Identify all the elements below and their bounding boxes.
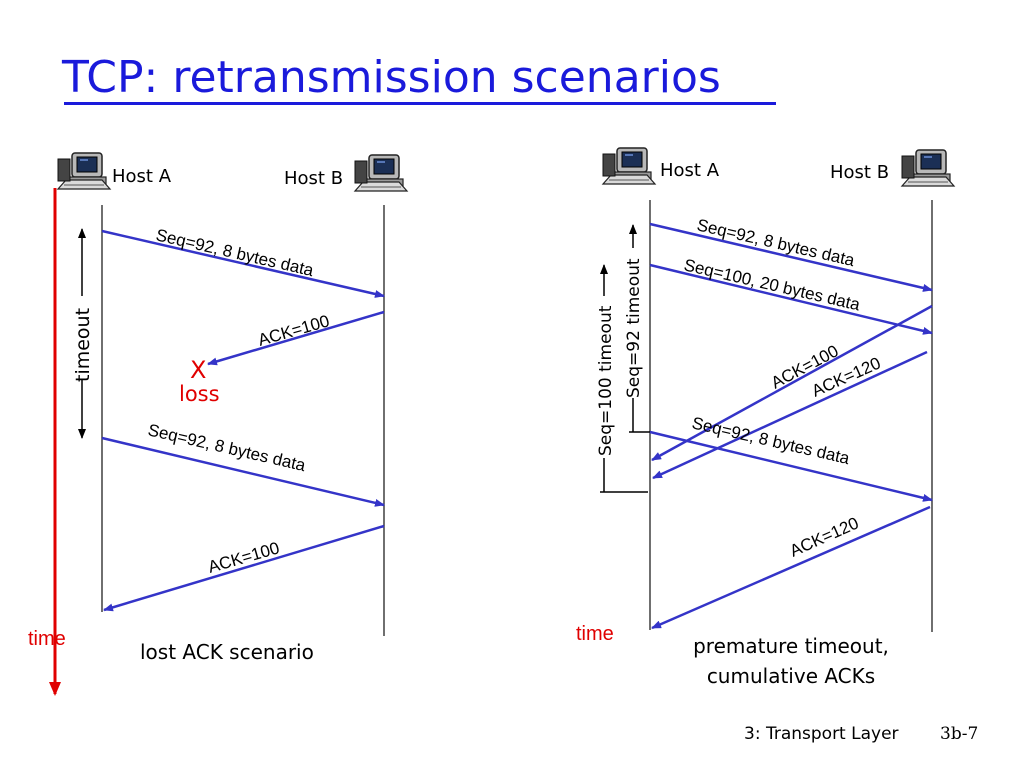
retransmit-arrow bbox=[101, 436, 385, 507]
host-b-label: Host B bbox=[830, 162, 889, 183]
segment-label: Seq=92, 8 bytes data bbox=[154, 225, 316, 280]
host-a-label: Host A bbox=[112, 166, 172, 187]
segment-arrow bbox=[101, 229, 385, 298]
ack-arrow-lost bbox=[207, 310, 385, 366]
segment-arrow bbox=[649, 263, 933, 335]
host-a-label: Host A bbox=[660, 160, 720, 181]
title-underline bbox=[64, 102, 776, 105]
ack-arrow bbox=[103, 524, 385, 612]
scenario-caption: cumulative ACKs bbox=[707, 664, 875, 688]
host-b-label: Host B bbox=[284, 168, 343, 189]
loss-x-mark: X bbox=[190, 356, 206, 384]
seq92-timeout-label: Seq=92 timeout bbox=[624, 258, 644, 398]
computer-icon bbox=[901, 149, 955, 187]
scenario-caption: premature timeout, bbox=[693, 634, 889, 658]
ack-arrow bbox=[651, 304, 933, 462]
scenario-caption: lost ACK scenario bbox=[140, 640, 314, 664]
segment-arrow bbox=[649, 222, 933, 292]
ack-label: ACK=100 bbox=[256, 311, 332, 349]
seq100-timeout-label: Seq=100 timeout bbox=[596, 305, 616, 456]
retransmit-arrow bbox=[649, 430, 933, 502]
time-label: time bbox=[28, 628, 66, 650]
computer-icon bbox=[602, 147, 656, 185]
timeout-label: timeout bbox=[72, 308, 94, 382]
ack-arrow bbox=[651, 505, 931, 630]
computer-icon bbox=[57, 152, 111, 190]
lost-ack-scenario: Host A Host B time Seq=92, 8 bytes data … bbox=[28, 152, 408, 696]
footer-section: 3: Transport Layer bbox=[744, 724, 899, 744]
loss-label: loss bbox=[179, 382, 220, 406]
slide-title: TCP: retransmission scenarios bbox=[62, 52, 721, 103]
footer-page-number: 3b-7 bbox=[940, 724, 979, 744]
time-label: time bbox=[576, 623, 614, 645]
premature-timeout-scenario: Host A Host B time Seq=92, 8 bytes data … bbox=[576, 147, 955, 688]
ack-label: ACK=100 bbox=[206, 538, 282, 576]
computer-icon bbox=[354, 154, 408, 192]
ack-arrow bbox=[652, 350, 928, 480]
